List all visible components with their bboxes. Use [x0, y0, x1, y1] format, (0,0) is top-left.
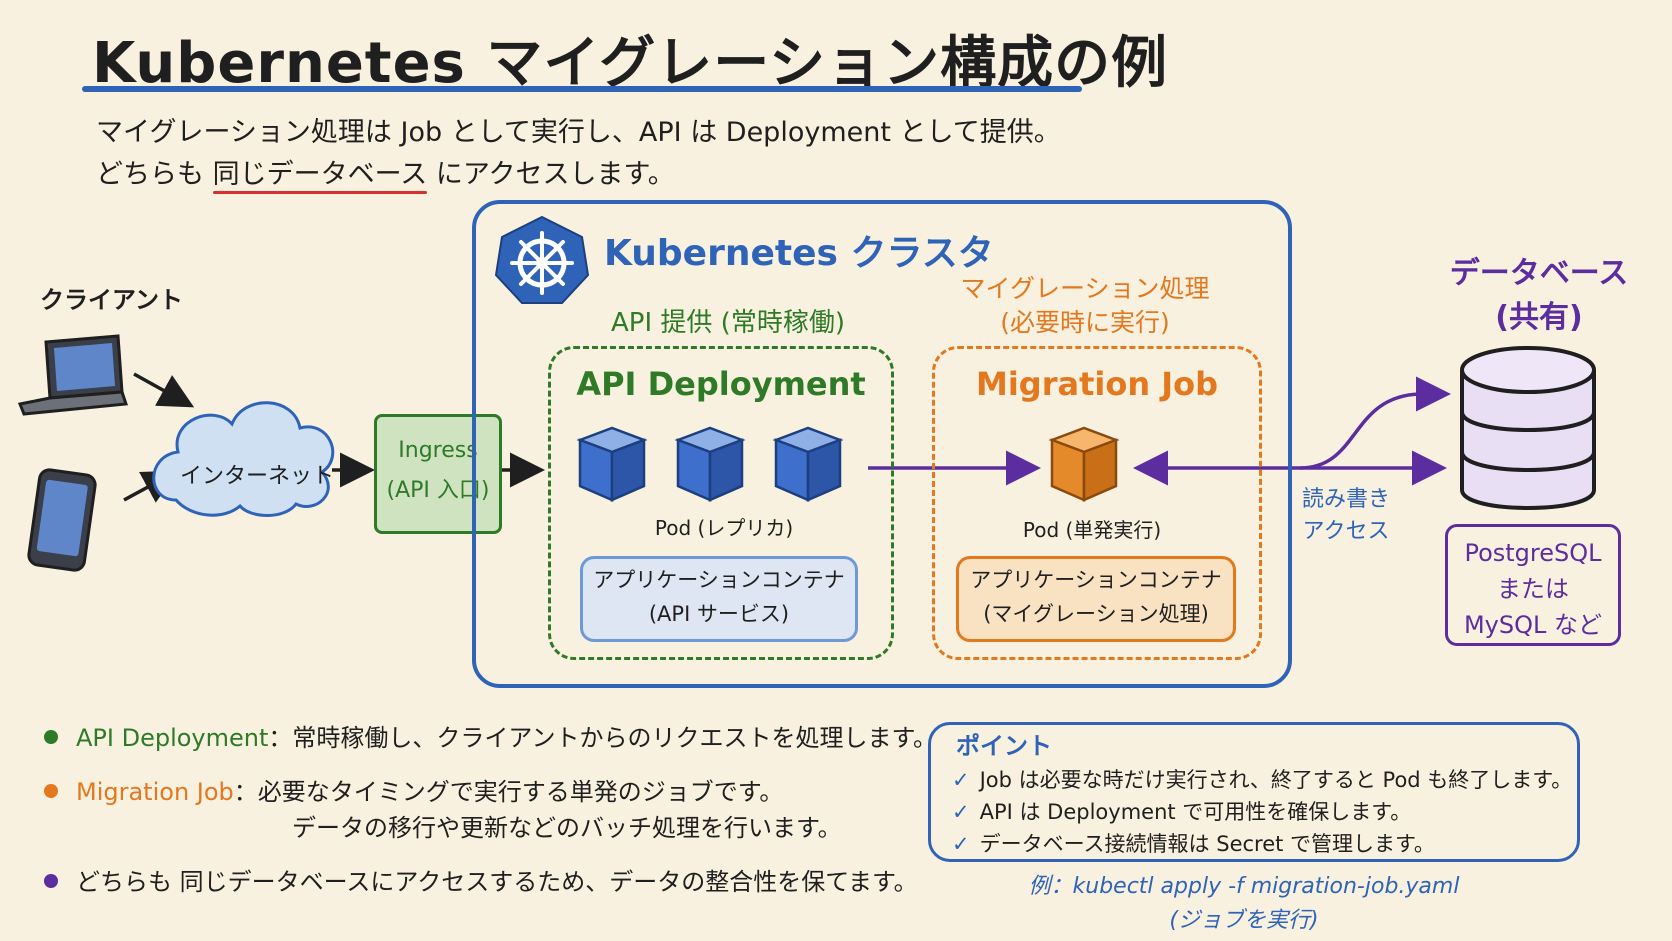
read-write-line-2: アクセス [1302, 519, 1390, 544]
api-container-line-2: (API サービス) [648, 602, 790, 626]
points-title: ポイント [956, 732, 1052, 760]
api-pod-label: Pod (レプリカ) [654, 516, 794, 540]
example-line-1: 例：kubectl apply -f migration-job.yaml [1028, 874, 1460, 899]
laptop-icon [17, 334, 129, 416]
internet-label: インターネット [180, 464, 335, 489]
subtitle: マイグレーション処理は Job として実行し、API は Deployment … [96, 112, 1061, 196]
check-icon: ✓ [952, 768, 970, 792]
migration-caption-line-1: マイグレーション処理 [960, 274, 1210, 303]
example-line-2: (ジョブを実行) [1169, 908, 1319, 933]
ingress-label: Ingress [398, 438, 478, 463]
migration-container-line-1: アプリケーションコンテナ [970, 568, 1222, 592]
pod-cube-icon [576, 426, 648, 502]
title-underline [82, 86, 1082, 92]
api-deployment-box [548, 346, 894, 660]
point-text: Job は必要な時だけ実行され、終了すると Pod も終了します。 [979, 768, 1573, 792]
legend-dot [44, 730, 58, 744]
legend-text: どちらも 同じデータベースにアクセスするため、データの整合性を保てます。 [76, 868, 918, 896]
migration-caption: マイグレーション処理 (必要時に実行) [930, 272, 1240, 340]
api-deployment-title: API Deployment [576, 365, 866, 403]
smartphone-icon [27, 468, 97, 572]
legend-dot [44, 874, 58, 888]
example-command: 例：kubectl apply -f migration-job.yaml (ジ… [1004, 870, 1484, 938]
database-icon [1460, 346, 1596, 510]
read-write-label: 読み書き アクセス [1298, 484, 1394, 548]
legend-item: Migration Job：必要なタイミングで実行する単発のジョブです。 [44, 772, 783, 807]
database-label-line-1: データベース [1449, 256, 1629, 291]
client-label: クライアント [40, 286, 184, 314]
migration-pod-label: Pod (単発実行) [1022, 518, 1162, 542]
database-label-line-2: (共有) [1495, 300, 1583, 335]
laptop-arrow [133, 372, 195, 408]
subtitle-line-2-pre: どちらも [96, 159, 213, 190]
point-text: データベース接続情報は Secret で管理します。 [979, 832, 1435, 856]
database-types-line-1: PostgreSQL [1464, 539, 1602, 567]
point-item: ✓ Job は必要な時だけ実行され、終了すると Pod も終了します。 [952, 764, 1572, 794]
subtitle-line-2-post: にアクセスします。 [427, 159, 675, 190]
legend-key: Migration Job [76, 778, 234, 806]
points-box [928, 722, 1580, 862]
kubernetes-logo-icon [494, 215, 590, 304]
legend-item: API Deployment：常時稼働し、クライアントからのリクエストを処理しま… [44, 718, 937, 753]
database-types-line-2: または [1497, 575, 1569, 603]
pod-cube-icon [1048, 426, 1120, 502]
point-item: ✓ データベース接続情報は Secret で管理します。 [952, 828, 1435, 858]
migration-container-box: アプリケーションコンテナ (マイグレーション処理) [956, 556, 1236, 642]
page-title: Kubernetes マイグレーション構成の例 [92, 31, 1169, 96]
legend-text: 必要なタイミングで実行する単発のジョブです。 [257, 778, 784, 806]
subtitle-highlight: 同じデータベース [212, 159, 428, 190]
legend-sep: ： [233, 778, 258, 806]
cluster-title: Kubernetes クラスタ [604, 233, 994, 274]
pod-cube-icon [772, 426, 844, 502]
api-caption: API 提供 (常時稼働) [611, 308, 845, 338]
database-types-line-3: MySQL など [1463, 611, 1603, 639]
legend-item: どちらも 同じデータベースにアクセスするため、データの整合性を保てます。 [44, 862, 918, 897]
legend-sep: ： [268, 724, 293, 752]
api-db-arrow [1299, 376, 1451, 470]
migration-container-line-2: (マイグレーション処理) [983, 602, 1209, 626]
api-container-line-1: アプリケーションコンテナ [593, 568, 845, 592]
legend-text: 常時稼働し、クライアントからのリクエストを処理します。 [292, 724, 938, 752]
check-icon: ✓ [952, 832, 970, 856]
database-types-box: PostgreSQL または MySQL など [1445, 524, 1621, 646]
database-label: データベース (共有) [1444, 252, 1634, 340]
point-item: ✓ API は Deployment で可用性を確保します。 [952, 796, 1411, 826]
ingress-box: Ingress (API 入口) [374, 414, 502, 534]
legend-key: API Deployment [76, 724, 269, 752]
kubernetes-cluster-box [472, 200, 1292, 688]
api-container-box: アプリケーションコンテナ (API サービス) [580, 556, 858, 642]
pod-cube-icon [674, 426, 746, 502]
migration-job-title: Migration Job [975, 365, 1219, 403]
legend-subtext: データの移行や更新などのバッチ処理を行います。 [292, 814, 842, 842]
subtitle-line-2: どちらも 同じデータベース にアクセスします。 [96, 154, 1061, 196]
point-text: API は Deployment で可用性を確保します。 [979, 800, 1412, 824]
migration-job-box [932, 346, 1262, 660]
migration-caption-line-2: (必要時に実行) [1000, 308, 1170, 337]
subtitle-line-1: マイグレーション処理は Job として実行し、API は Deployment … [96, 117, 1061, 148]
check-icon: ✓ [952, 800, 970, 824]
read-write-line-1: 読み書き [1301, 487, 1390, 512]
legend-dot [44, 784, 58, 798]
cloud-icon [152, 401, 335, 517]
